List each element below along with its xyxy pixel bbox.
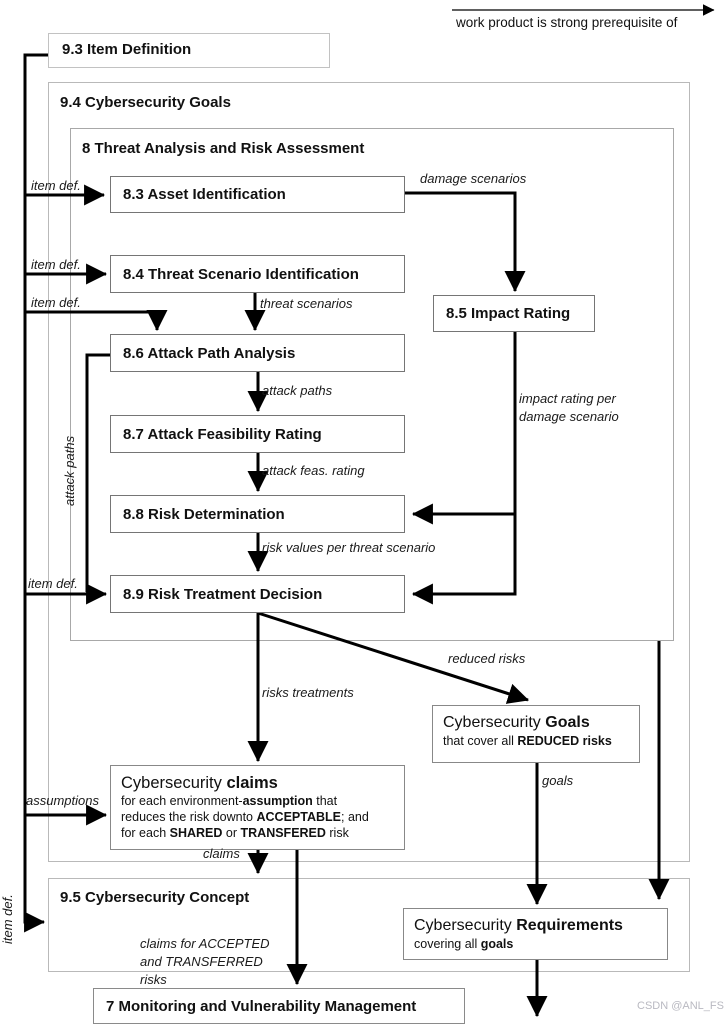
wp-requirements-body: covering all goals	[414, 937, 514, 951]
process-label: 8.8 Risk Determination	[123, 505, 285, 523]
label-item-def-1: item def.	[31, 178, 81, 193]
wp-cybersecurity-goals: Cybersecurity Goals that cover all REDUC…	[432, 705, 640, 763]
wp-goals-title: Cybersecurity Goals	[443, 714, 590, 731]
title-concept-section: 9.5 Cybersecurity Concept	[60, 889, 250, 906]
wp-requirements-title: Cybersecurity Requirements	[414, 917, 623, 934]
label-attack-paths: attack paths	[262, 383, 333, 398]
process-label: 8.6 Attack Path Analysis	[123, 344, 296, 362]
edge-impact-to-risk-treatment	[411, 332, 517, 605]
edge-reduced-risks-to-goals	[257, 611, 529, 704]
wp-claims-line3: for each SHARED or TRANSFERED risk	[121, 826, 349, 840]
process-impact-rating: 8.5 Impact Rating	[433, 295, 595, 332]
process-threat-scenario-identification: 8.4 Threat Scenario Identification	[110, 255, 405, 293]
label-impact-rating-per: impact rating per damage scenario	[519, 391, 619, 424]
wp-claims-line2: reduces the risk downto ACCEPTABLE; and	[121, 810, 369, 824]
box-tara-section	[70, 128, 674, 641]
process-label: 8.7 Attack Feasibility Rating	[123, 425, 322, 443]
wp-claims-title: Cybersecurity claims	[121, 774, 278, 792]
label-item-def-2: item def.	[31, 257, 81, 272]
label-claims-accepted: claims for ACCEPTED and TRANSFERRED risk…	[140, 936, 270, 987]
label-damage-scenarios: damage scenarios	[420, 171, 527, 186]
label-risks-treatments: risks treatments	[262, 685, 354, 700]
label-risk-values: risk values per threat scenario	[262, 540, 436, 555]
wp-claims-line1: for each environment-assumption that	[121, 794, 338, 808]
box-item-definition	[48, 33, 330, 68]
wp-cybersecurity-requirements: Cybersecurity Requirements covering all …	[403, 908, 668, 960]
wp-cybersecurity-claims: Cybersecurity claims for each environmen…	[110, 765, 405, 850]
box-cybersecurity-goals-section	[48, 82, 690, 862]
process-monitoring: 7 Monitoring and Vulnerability Managemen…	[93, 988, 465, 1024]
label-item-def-vertical: item def.	[0, 894, 15, 944]
label-claims: claims	[203, 846, 240, 861]
process-label: 7 Monitoring and Vulnerability Managemen…	[106, 998, 417, 1015]
process-label: 8.3 Asset Identification	[123, 186, 286, 203]
label-assumptions: assumptions	[26, 793, 99, 808]
edge-item-def-trunk-to-concept	[23, 53, 48, 933]
process-risk-treatment-decision: 8.9 Risk Treatment Decision	[110, 575, 405, 613]
title-tara-section: 8 Threat Analysis and Risk Assessment	[82, 140, 365, 157]
label-reduced-risks: reduced risks	[448, 651, 526, 666]
box-cybersecurity-concept	[48, 878, 690, 972]
process-attack-path-analysis: 8.6 Attack Path Analysis	[110, 334, 405, 372]
edge-attack-paths-feedback	[85, 353, 110, 592]
process-risk-determination: 8.8 Risk Determination	[110, 495, 405, 533]
edge-damage-scenarios-to-impact-rating	[405, 191, 526, 293]
label-attack-feas-rating: attack feas. rating	[262, 463, 365, 478]
process-asset-identification: 8.3 Asset Identification	[110, 176, 405, 213]
process-label: 8.5 Impact Rating	[446, 305, 571, 322]
process-label: 8.9 Risk Treatment Decision	[123, 585, 323, 603]
label-attack-paths-vertical: attack paths	[62, 435, 77, 506]
wp-goals-body: that cover all REDUCED risks	[443, 734, 612, 748]
edge-item-def-to-attack-path	[25, 310, 168, 332]
legend-text: work product is strong prerequisite of	[456, 15, 678, 30]
label-goals: goals	[542, 773, 574, 788]
label-item-def-3: item def.	[31, 295, 81, 310]
watermark: CSDN @ANL_FS	[637, 1000, 724, 1012]
process-label: 8.4 Threat Scenario Identification	[123, 265, 359, 283]
label-threat-scenarios: threat scenarios	[260, 296, 353, 311]
title-item-definition: 9.3 Item Definition	[62, 41, 192, 58]
title-goals-section: 9.4 Cybersecurity Goals	[60, 94, 231, 111]
label-item-def-4: item def.	[28, 576, 78, 591]
process-attack-feasibility-rating: 8.7 Attack Feasibility Rating	[110, 415, 405, 453]
